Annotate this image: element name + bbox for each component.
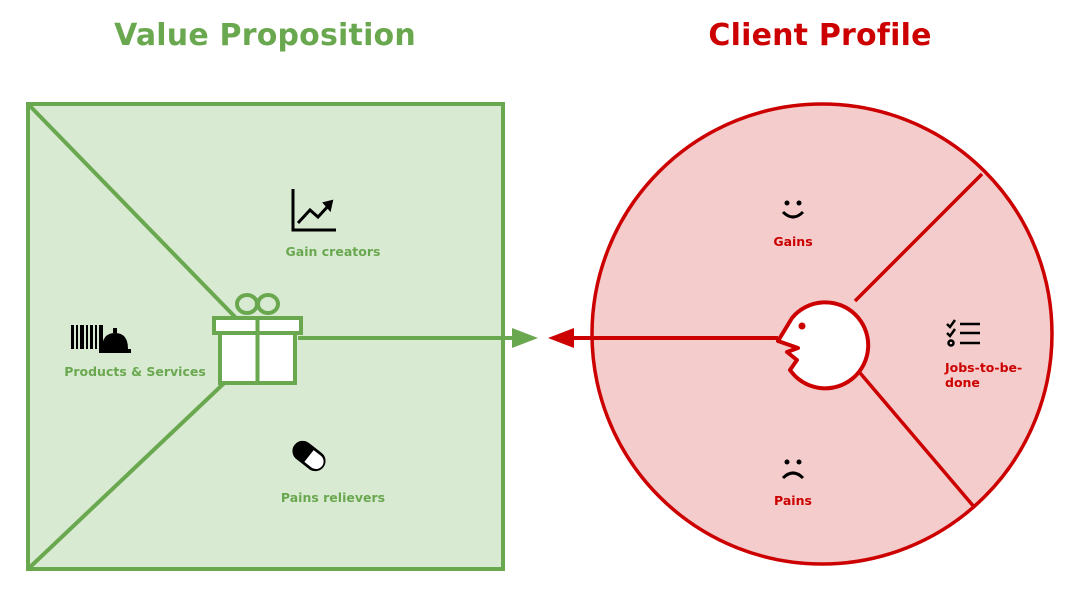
gain-creators-label: Gain creators [286,244,381,259]
pill-icon [292,440,326,472]
checklist-icon [946,319,980,347]
smiley-face-icon [781,200,805,219]
circle-divider-top [853,172,984,303]
gift-box-icon [212,293,303,385]
jobs-label: Jobs-to-be- done [944,360,1027,390]
value-proposition-title: Value Proposition [114,18,416,53]
pains-label: Pains [774,493,812,508]
customer-head-icon [776,300,871,391]
square-diagonal-top [26,102,240,322]
gains-label: Gains [773,234,812,249]
job-arrow [548,328,778,348]
pain-relievers-label: Pains relievers [281,490,385,505]
circle-divider-bottom [853,365,977,510]
chart-trend-up-icon [291,189,336,232]
client-profile-title: Client Profile [708,18,932,53]
value-arrow [298,328,538,348]
square-diagonal-bottom [26,368,240,571]
products-services-label: Products & Services [64,364,206,379]
barcode-and-service-bell-icon [71,325,131,353]
sad-face-icon [781,459,805,480]
jobs-label-line-1: Jobs-to-be- [944,360,1022,375]
jobs-label-line-2: done [945,375,980,390]
